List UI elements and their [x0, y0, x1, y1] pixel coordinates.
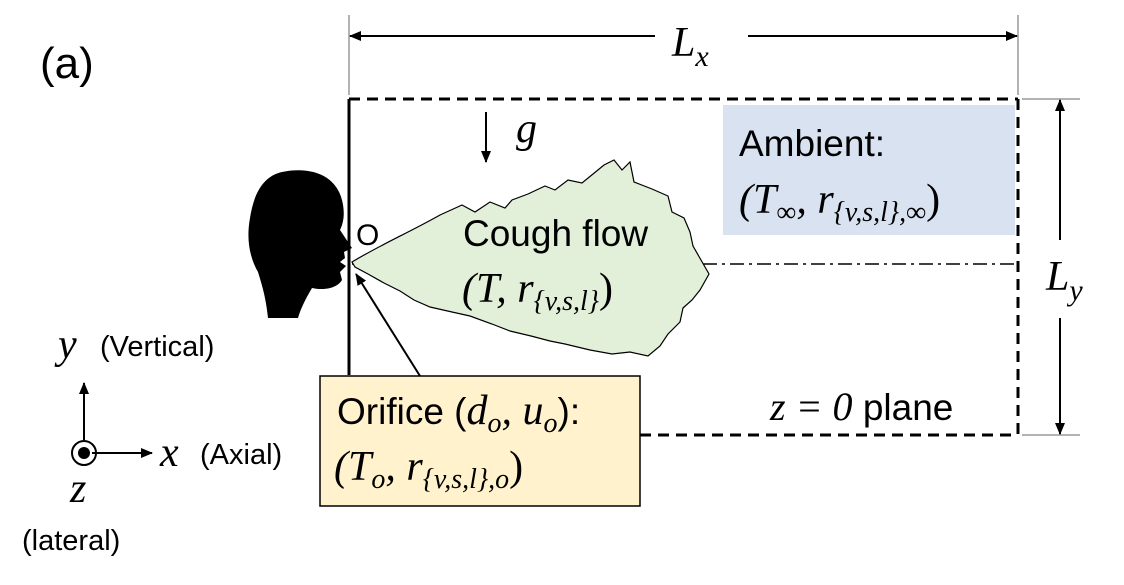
- orifice-title: Orifice (do, uo):: [337, 388, 580, 439]
- plane-label: z = 0 plane: [769, 384, 953, 429]
- y-axis-symbol: y: [54, 322, 77, 368]
- ambient-title: Ambient:: [739, 123, 885, 164]
- origin-label: O: [356, 219, 379, 252]
- z-axis-out-of-plane-icon: [71, 440, 97, 466]
- y-axis-label: (Vertical): [100, 331, 214, 363]
- cough-state: (T, r{v,s,l}): [462, 266, 613, 317]
- orifice-box: [319, 375, 641, 507]
- z-axis-dot: [78, 447, 90, 459]
- cough-plume: [351, 159, 710, 357]
- cough-title: Cough flow: [463, 213, 648, 254]
- orifice-state: (To, r{v,s,l},o): [334, 444, 523, 495]
- ambient-box: [723, 105, 1015, 235]
- panel-label: (a): [40, 39, 94, 88]
- x-axis-label: (Axial): [200, 439, 282, 471]
- head-silhouette-icon: [248, 170, 352, 318]
- gravity-label: g: [516, 106, 537, 152]
- ly-label: Ly: [1045, 254, 1083, 307]
- z-axis-symbol: z: [69, 466, 86, 512]
- lx-label: Lx: [671, 20, 709, 73]
- x-axis-symbol: x: [159, 430, 179, 476]
- orifice-pointer: [355, 273, 421, 377]
- z-axis-label: (lateral): [22, 525, 120, 557]
- ambient-state: (T∞, r{v,s,l},∞): [739, 177, 940, 228]
